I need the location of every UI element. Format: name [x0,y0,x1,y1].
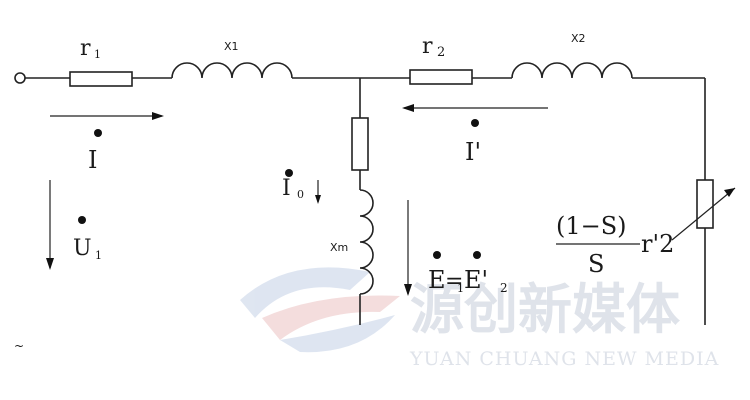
label-load-denominator: S [588,250,604,278]
label-emf-e2-sub: 2 [500,281,508,295]
variable-resistor-arrowhead [724,188,735,197]
phasor-dot-e1 [433,251,441,259]
variable-resistor-load [696,179,714,229]
label-x2: X2 [571,32,586,45]
label-current-i1: I [88,146,97,174]
label-x1: X1 [224,40,239,53]
label-load-numerator: (1−S) [556,212,627,240]
phasor-dot-i1 [94,129,102,137]
phasor-dot-u1 [78,216,86,224]
current-i0-arrowhead [315,195,321,204]
resistor-rm [351,117,369,171]
label-emf-e2: E' [464,266,488,294]
label-load-suffix: r'2 [641,230,674,258]
label-r2: r [422,34,433,59]
phasor-dot-i2 [471,119,479,127]
phasor-dot-e2 [473,251,481,259]
current-i1-arrowhead [152,112,164,120]
label-xm: Xm [330,241,348,254]
label-tilde: ~ [14,339,24,353]
watermark-logo [240,267,400,353]
label-voltage-u1: U [73,236,92,261]
watermark-english-text: YUAN CHUANG NEW MEDIA [409,348,719,370]
variable-resistor-arrow [671,187,736,241]
input-terminal [14,72,26,84]
label-emf-equals: = [445,269,463,294]
label-current-i0: I [282,176,291,201]
voltage-u1-arrowhead [46,258,54,270]
label-emf-e1-sub: 1 [457,282,464,295]
label-emf-e1: E [428,266,446,294]
inductor-x1 [171,62,293,79]
inductor-x2 [511,62,633,79]
label-voltage-u1-sub: 1 [95,249,102,262]
label-r2-sub: 2 [437,45,445,60]
watermark-chinese-text: 源创新媒体 [410,278,680,341]
emf-arrowhead [404,284,412,296]
label-current-i0-sub: 0 [297,188,304,201]
label-r1: r [80,36,91,61]
label-current-i2: I' [465,138,481,166]
inductor-xm [359,189,374,295]
current-i2-arrowhead [402,104,414,112]
resistor-r1 [69,71,133,87]
resistor-r2 [409,69,473,85]
label-r1-sub: 1 [94,48,101,61]
phasor-dot-i0 [285,169,293,177]
